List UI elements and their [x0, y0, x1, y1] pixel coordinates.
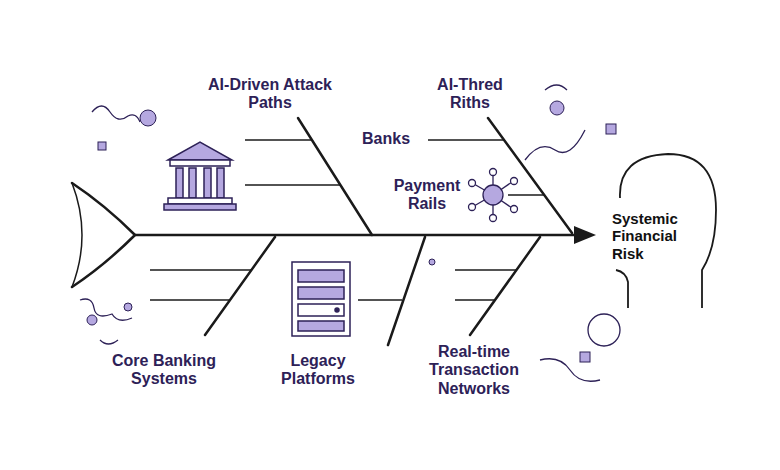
- branch-label: AI-Driven Attack Paths: [205, 76, 335, 113]
- branch-label: AI-Thred Riths: [415, 76, 525, 113]
- branch-label: Payment Rails: [383, 177, 471, 214]
- branch-label: Legacy Platforms: [266, 352, 370, 389]
- branch-label: Real-time Transaction Networks: [410, 343, 538, 398]
- branch-label: Core Banking Systems: [90, 352, 238, 389]
- head-outcome: Systemic Financial Risk: [598, 148, 726, 313]
- outcome-text: Systemic Financial Risk: [612, 210, 704, 262]
- branch-label: Banks: [362, 130, 410, 148]
